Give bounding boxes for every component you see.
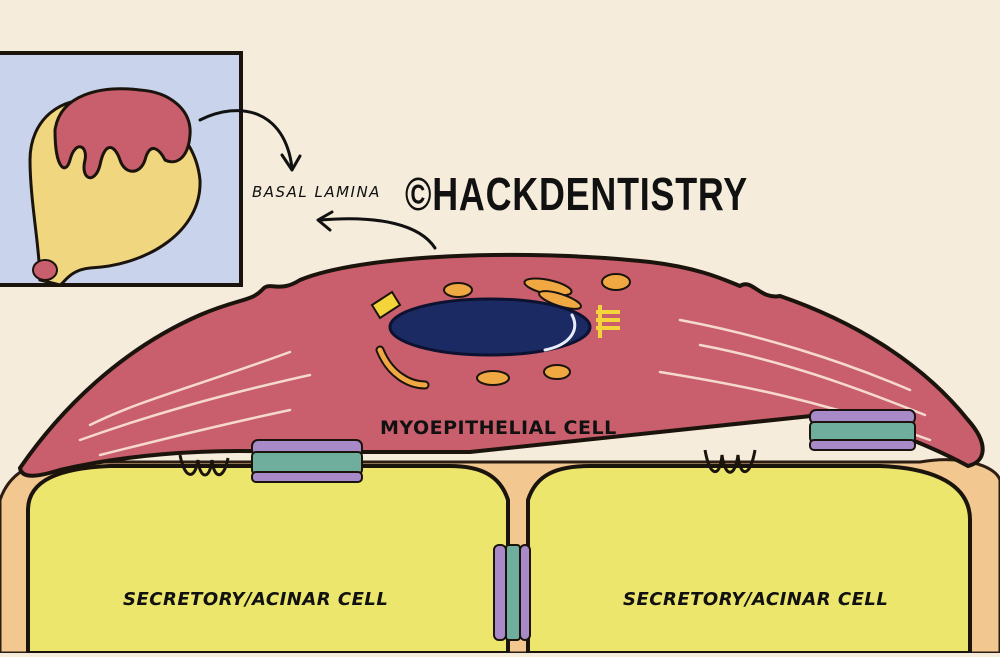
basal-lamina-label: BASAL LAMINA bbox=[252, 183, 381, 201]
desmosomes bbox=[251, 409, 916, 641]
arrows bbox=[198, 109, 437, 250]
watermark-text: ©HACKDENTISTRY bbox=[405, 168, 749, 220]
organelles bbox=[370, 273, 631, 390]
acinar-cell-left bbox=[26, 464, 510, 655]
myoepithelial-cell-label: MYOEPITHELIAL CELL bbox=[380, 417, 617, 439]
microvilli bbox=[178, 449, 757, 477]
acinar-cell-right-label: SECRETORY/ACINAR CELL bbox=[623, 589, 889, 610]
acinar-cell-right bbox=[526, 464, 972, 655]
arrow-lamina-to-label bbox=[318, 217, 437, 250]
inset-acinus bbox=[28, 87, 202, 287]
acinar-cell-left-label: SECRETORY/ACINAR CELL bbox=[123, 589, 389, 610]
nucleus-highlight bbox=[543, 313, 577, 352]
arrow-inset-to-label bbox=[198, 109, 294, 170]
nucleus bbox=[388, 297, 592, 357]
